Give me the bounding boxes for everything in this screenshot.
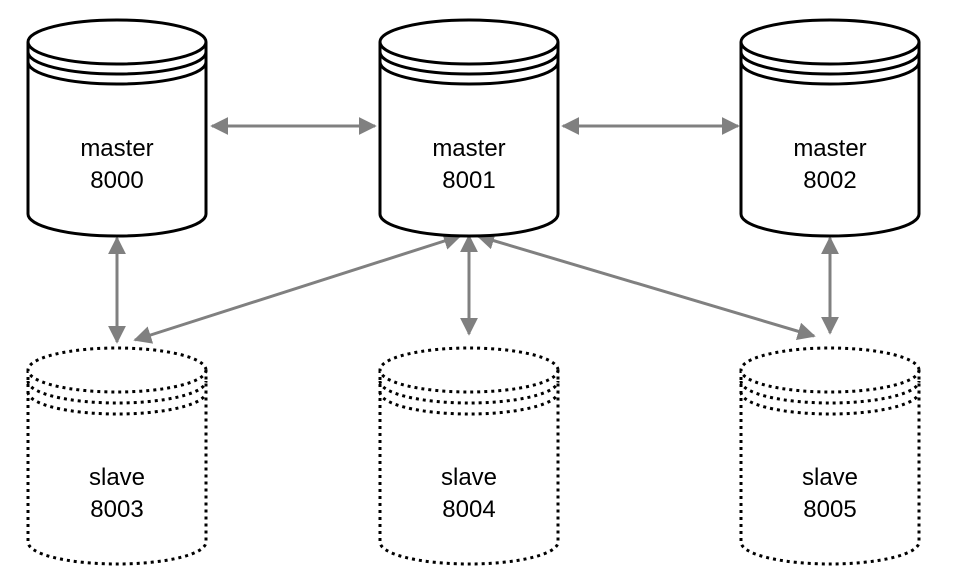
cylinder-ring xyxy=(26,391,208,416)
node-slave-8003: slave 8003 xyxy=(26,346,208,566)
node-role-label: slave xyxy=(89,464,145,491)
edges xyxy=(108,117,839,344)
cylinder-top xyxy=(378,346,560,394)
cylinder-ring xyxy=(378,61,560,86)
node-master-8000: master 8000 xyxy=(26,18,208,238)
cylinder-ring xyxy=(739,391,921,416)
cylinder-ring xyxy=(378,391,560,416)
cylinder-ring xyxy=(739,51,921,76)
cylinder-ring xyxy=(378,380,560,405)
cylinder-top xyxy=(26,346,208,394)
node-master-8002: master 8002 xyxy=(739,18,921,238)
node-port-label: 8001 xyxy=(442,167,495,194)
cylinder-ring xyxy=(739,61,921,86)
cylinder-ring xyxy=(26,380,208,405)
node-slave-8005: slave 8005 xyxy=(739,346,921,566)
edge-8001-8005 xyxy=(476,231,816,341)
cylinder-ring xyxy=(26,51,208,76)
node-role-label: master xyxy=(793,135,866,162)
node-role-label: master xyxy=(80,135,153,162)
cylinder-body xyxy=(26,42,208,238)
node-role-label: slave xyxy=(802,464,858,491)
cylinder-ring xyxy=(26,61,208,86)
node-master-8001: master 8001 xyxy=(378,18,560,238)
cylinder-body xyxy=(739,370,921,566)
cylinder-body xyxy=(378,42,560,238)
cylinder-body xyxy=(378,370,560,566)
node-port-label: 8000 xyxy=(90,167,143,194)
cylinder-ring xyxy=(739,380,921,405)
cylinder-ring xyxy=(378,51,560,76)
cylinder-top xyxy=(739,346,921,394)
cylinder-body xyxy=(26,370,208,566)
cylinder-top xyxy=(26,18,208,66)
cylinder-top xyxy=(378,18,560,66)
node-role-label: master xyxy=(432,135,505,162)
node-port-label: 8003 xyxy=(90,496,143,523)
node-slave-8004: slave 8004 xyxy=(378,346,560,566)
edge-8001-8003 xyxy=(133,232,462,344)
node-port-label: 8002 xyxy=(803,167,856,194)
cylinder-top xyxy=(739,18,921,66)
node-role-label: slave xyxy=(441,464,497,491)
node-port-label: 8005 xyxy=(803,496,856,523)
node-port-label: 8004 xyxy=(442,496,495,523)
cylinder-body xyxy=(739,42,921,238)
